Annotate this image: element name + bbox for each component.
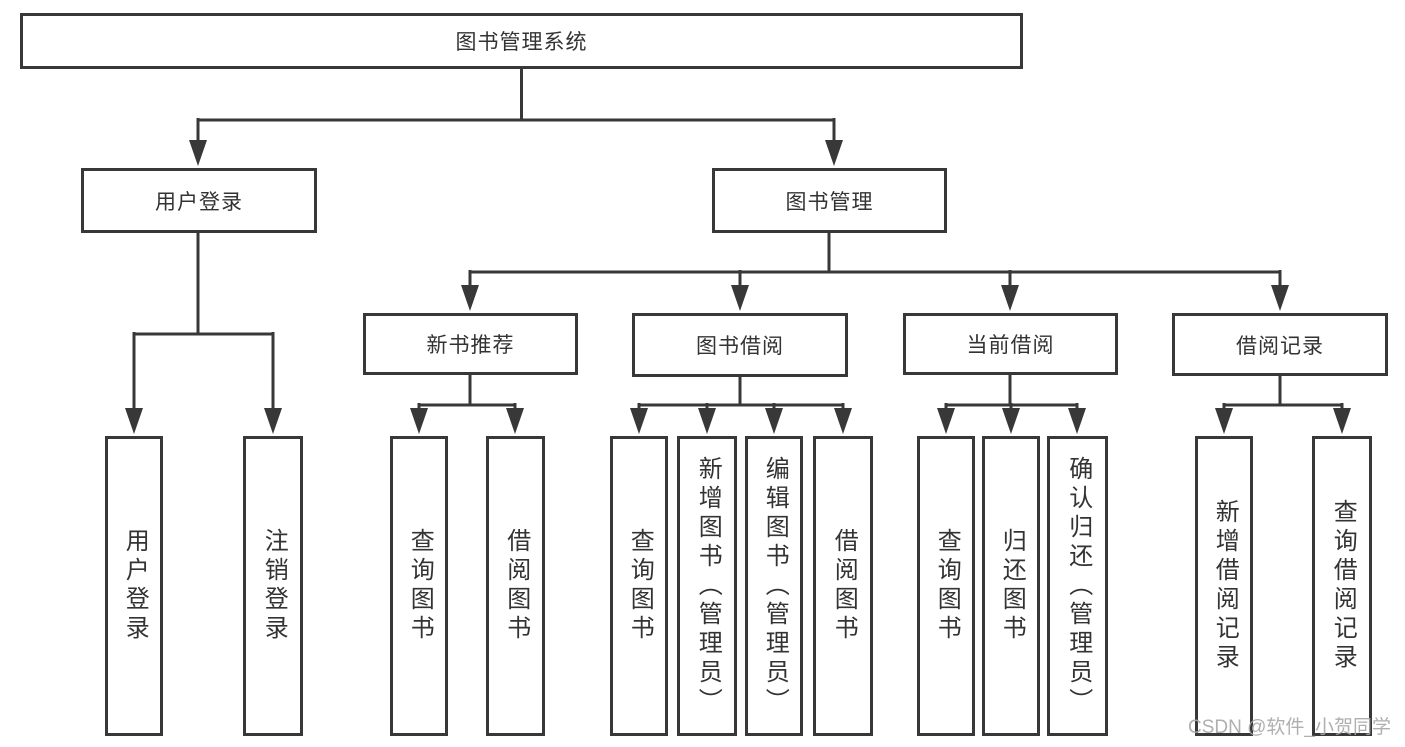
leaf-query-borrow-record: 查询借阅记录 — [1312, 436, 1372, 736]
leaf-borrow-books-recommend: 借阅图书 — [486, 436, 545, 736]
arrow-icon — [461, 285, 479, 311]
arrow-icon — [937, 408, 955, 434]
node-user-login: 用户登录 — [81, 168, 317, 233]
arrow-icon — [1271, 285, 1289, 311]
arrow-icon — [410, 408, 428, 434]
leaf-add-borrow-record: 新增借阅记录 — [1195, 436, 1253, 736]
arrowheads — [125, 140, 1351, 434]
leaf-edit-books-admin: 编辑图书（管理员） — [745, 436, 803, 736]
arrow-icon — [630, 408, 648, 434]
arrow-icon — [506, 408, 524, 434]
arrow-icon — [825, 140, 843, 166]
arrow-icon — [1068, 408, 1086, 434]
node-borrowing-records: 借阅记录 — [1172, 313, 1388, 376]
arrow-icon — [125, 408, 143, 434]
arrow-icon — [834, 408, 852, 434]
arrow-icon — [1215, 408, 1233, 434]
node-book-management-system: 图书管理系统 — [20, 13, 1023, 69]
connector-path — [132, 69, 1344, 410]
arrow-icon — [1001, 285, 1019, 311]
leaf-add-books-admin: 新增图书（管理员） — [677, 436, 737, 736]
arrow-icon — [731, 285, 749, 311]
arrow-icon — [765, 408, 783, 434]
leaf-user-logout: 注销登录 — [243, 436, 303, 736]
leaf-borrow-books: 借阅图书 — [813, 436, 873, 736]
leaf-confirm-return-admin: 确认归还（管理员） — [1047, 436, 1108, 736]
node-book-borrowing: 图书借阅 — [632, 313, 848, 377]
node-current-borrowing: 当前借阅 — [903, 313, 1118, 375]
leaf-query-books-recommend: 查询图书 — [390, 436, 448, 736]
arrow-icon — [1002, 408, 1020, 434]
csdn-watermark: CSDN @软件_小贺同学 — [1188, 717, 1391, 738]
arrow-icon — [698, 408, 716, 434]
leaf-user-login: 用户登录 — [105, 436, 163, 736]
arrow-icon — [1333, 408, 1351, 434]
leaf-return-books: 归还图书 — [982, 436, 1040, 736]
node-book-management: 图书管理 — [712, 168, 947, 233]
arrow-icon — [264, 408, 282, 434]
arrow-icon — [189, 140, 207, 166]
node-new-book-recommendation: 新书推荐 — [363, 313, 578, 375]
leaf-query-books-current: 查询图书 — [917, 436, 975, 736]
leaf-query-books-borrow: 查询图书 — [610, 436, 668, 736]
